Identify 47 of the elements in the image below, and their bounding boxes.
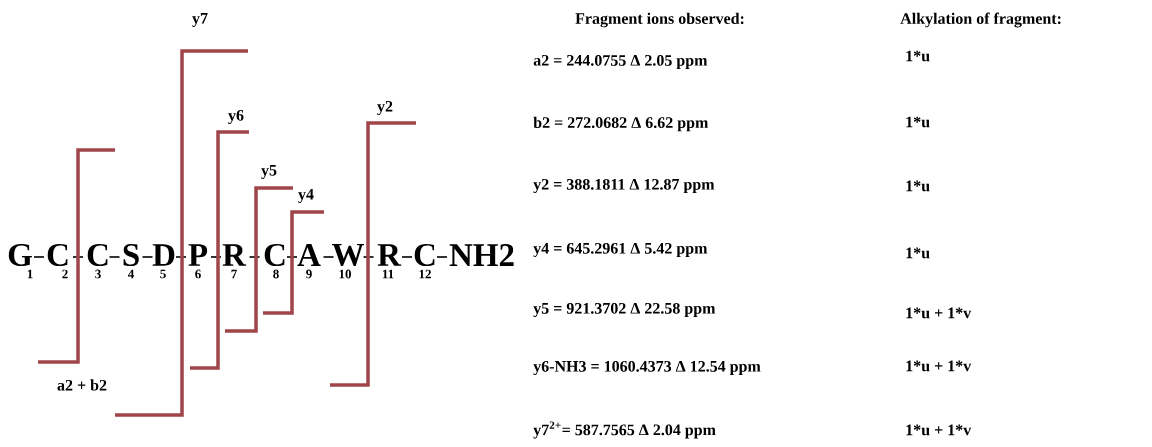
residue-letter: G xyxy=(8,243,32,267)
fragment-label: a2 + b2 xyxy=(57,379,107,391)
residue-number: 11 xyxy=(382,269,394,279)
fragment-label: y5 xyxy=(261,165,277,179)
residue-letter: C xyxy=(264,243,285,267)
alkylation-entry: 1*u + 1*v xyxy=(906,360,972,372)
fragment-label: y6 xyxy=(228,110,244,124)
alkylation-entry: 1*u xyxy=(906,180,930,192)
alkylation-entry: 1*u + 1*v xyxy=(906,307,972,319)
fragment-ion-entry: y4 = 645.2961 Δ 5.42 ppm xyxy=(533,243,708,257)
alkylation-entry: 1*u xyxy=(906,116,930,128)
residue-letter: W xyxy=(332,243,364,267)
residue-number: 10 xyxy=(339,269,351,279)
fragment-ion-entry: y5 = 921.3702 Δ 22.58 ppm xyxy=(533,302,716,318)
fragment-label: y7 xyxy=(192,13,208,27)
alkylation-entry: 1*u + 1*v xyxy=(906,424,972,436)
residue-number: 1 xyxy=(27,269,33,279)
fragment-ion-entry: a2 = 244.0755 Δ 2.05 ppm xyxy=(533,55,708,69)
residue-letter: R xyxy=(222,244,247,266)
fragment-label: y4 xyxy=(298,189,314,203)
alkylation-entry: 1*u xyxy=(906,247,930,259)
residue-letter: S xyxy=(123,243,139,267)
fragment-ion-entry: y7$^{2+}$= 587.7565 Δ 2.04 ppm xyxy=(533,421,716,439)
alkylation-entry: 1*u xyxy=(906,50,930,62)
column-heading: Fragment ions observed: xyxy=(575,12,744,28)
residue-letter: P xyxy=(188,244,208,266)
fragment-ion-entry: b2 = 272.0682 Δ 6.62 ppm xyxy=(533,116,709,132)
fragment-ion-entry: y2 = 388.1811 Δ 12.87 ppm xyxy=(533,178,715,194)
residue-letter: C xyxy=(414,243,435,267)
residue-number: 12 xyxy=(419,269,431,279)
residue-number: 2 xyxy=(62,269,68,279)
column-heading: Alkylation of fragment: xyxy=(900,12,1061,28)
residue-number: 5 xyxy=(160,269,166,279)
fragment-ion-entry: y6-NH3 = 1060.4373 Δ 12.54 ppm xyxy=(533,360,761,376)
residue-letter: A xyxy=(297,244,321,266)
residue-number: 8 xyxy=(273,269,279,279)
residue-number: 9 xyxy=(306,269,312,279)
residue-letter: NH2 xyxy=(449,244,514,266)
residue-number: 3 xyxy=(95,269,101,279)
residue-number: 6 xyxy=(195,269,201,279)
residue-letter: C xyxy=(47,243,68,267)
residue-number: 4 xyxy=(127,269,134,279)
fragment-label: y2 xyxy=(377,101,393,115)
residue-letter: C xyxy=(87,243,108,267)
residue-letter: R xyxy=(377,244,402,266)
residue-letter: D xyxy=(152,244,175,266)
residue-number: 7 xyxy=(231,269,237,279)
